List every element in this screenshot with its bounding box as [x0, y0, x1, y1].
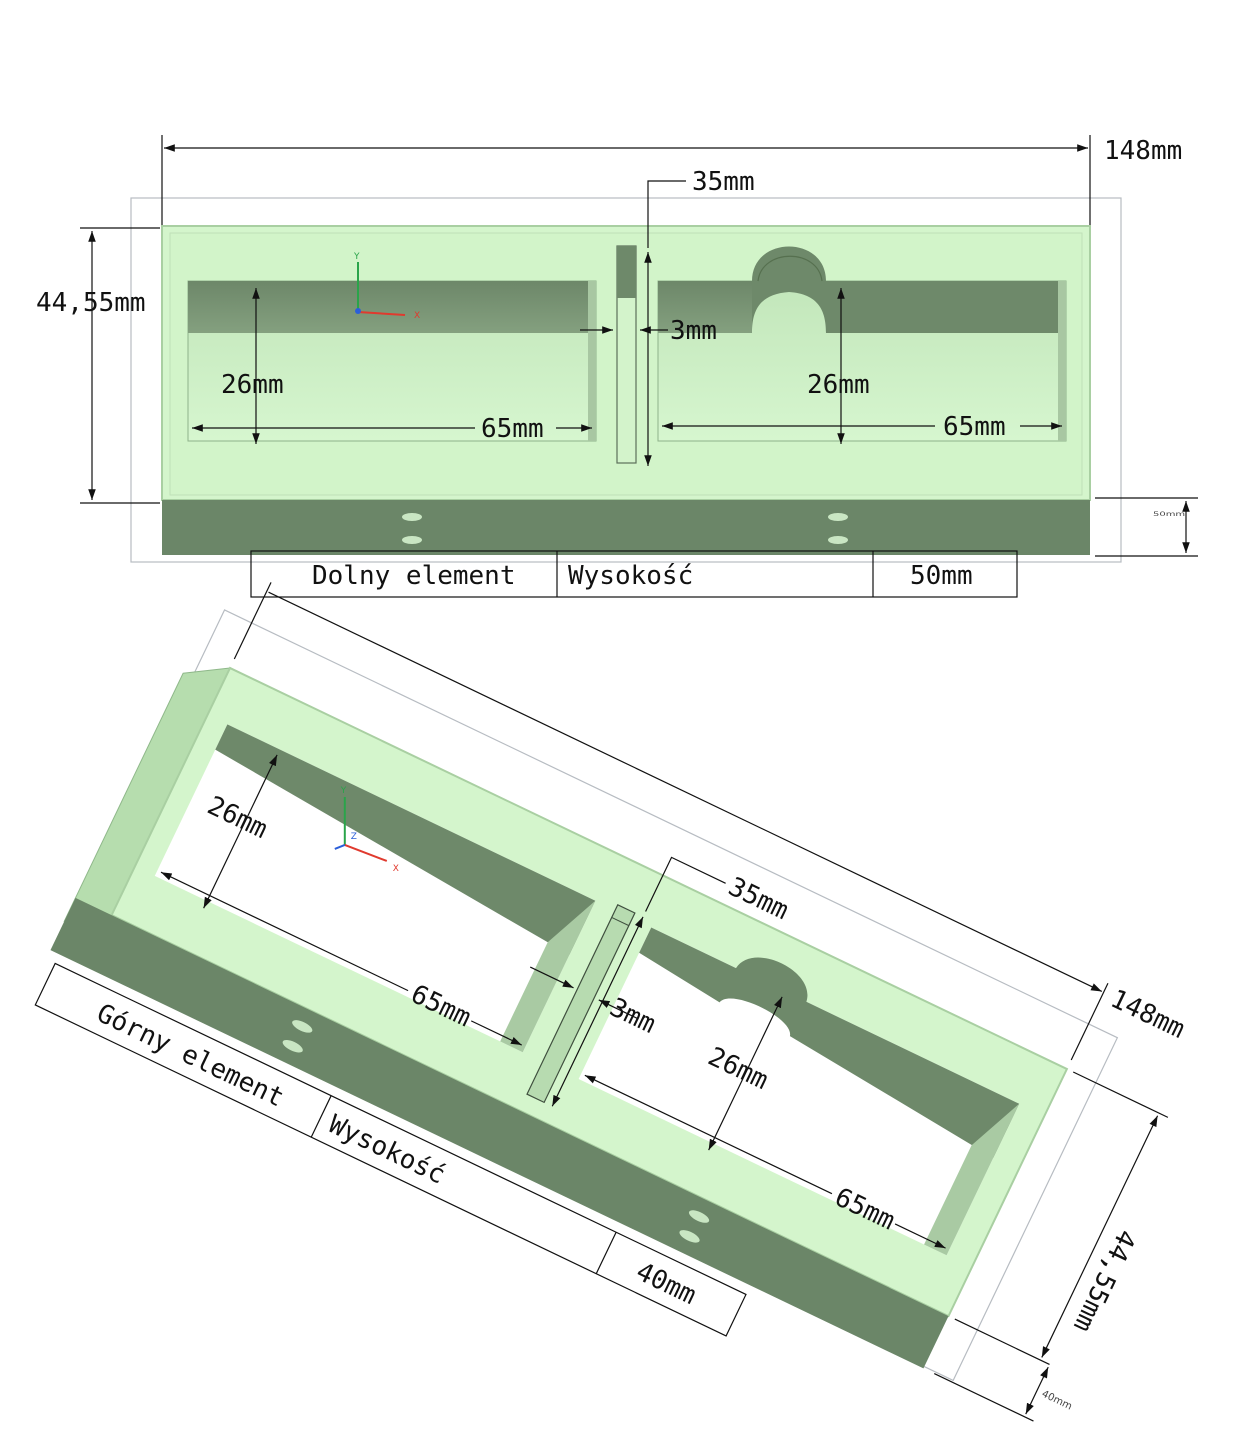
bottom-element-view: Y X 148mm 44,55mm 35mm [36, 135, 1198, 598]
hole [828, 536, 848, 544]
dim-side-height: 40mm [1040, 1389, 1074, 1413]
dimension-lines [80, 135, 1198, 557]
top-element-view: Y X Z [34, 582, 1190, 1422]
dimension-lines [160, 582, 1169, 1422]
hole [679, 1230, 700, 1243]
bounding-outline [130, 197, 1122, 563]
bottom-element-table: Dolny element Wysokość 50mm [250, 550, 1018, 598]
axis-y-label: Y [353, 252, 360, 262]
hole [828, 513, 848, 521]
axis-y-label: Y [340, 786, 347, 796]
axis-x-label: X [414, 311, 420, 321]
dim-divider-length: 35mm [692, 167, 755, 197]
table-height-value: 50mm [910, 561, 973, 591]
table-height-value: 40mm [631, 1257, 700, 1311]
hole [402, 536, 422, 544]
dim-depth: 44,55mm [36, 288, 146, 318]
dim-divider-gap: 3mm [670, 316, 717, 346]
dim-left-pocket-width: 65mm [481, 414, 544, 444]
table-element-name: Dolny element [312, 561, 516, 591]
dim-left-pocket-height: 26mm [221, 370, 284, 400]
axis-x-label: X [393, 864, 399, 874]
hole [292, 1020, 313, 1033]
divider-slot [616, 245, 637, 464]
axis-triad: Y X Z [334, 786, 399, 874]
body-side-face [50, 897, 949, 1369]
right-pocket [657, 246, 1067, 442]
dim-right-pocket-width: 65mm [943, 412, 1006, 442]
right-pocket [578, 927, 1020, 1256]
axis-triad: Y X [353, 252, 420, 321]
hole [688, 1210, 710, 1223]
dim-right-pocket-height: 26mm [807, 370, 870, 400]
dim-side-height: 50mm [1153, 510, 1185, 517]
table-height-label: Wysokość [568, 561, 693, 591]
dim-overall-width: 148mm [1104, 136, 1182, 166]
body-side-face [162, 500, 1090, 555]
dim-overall-width: 148mm [1106, 984, 1190, 1045]
axis-z-label: Z [351, 832, 357, 842]
hole [402, 513, 422, 521]
hole [282, 1039, 303, 1053]
